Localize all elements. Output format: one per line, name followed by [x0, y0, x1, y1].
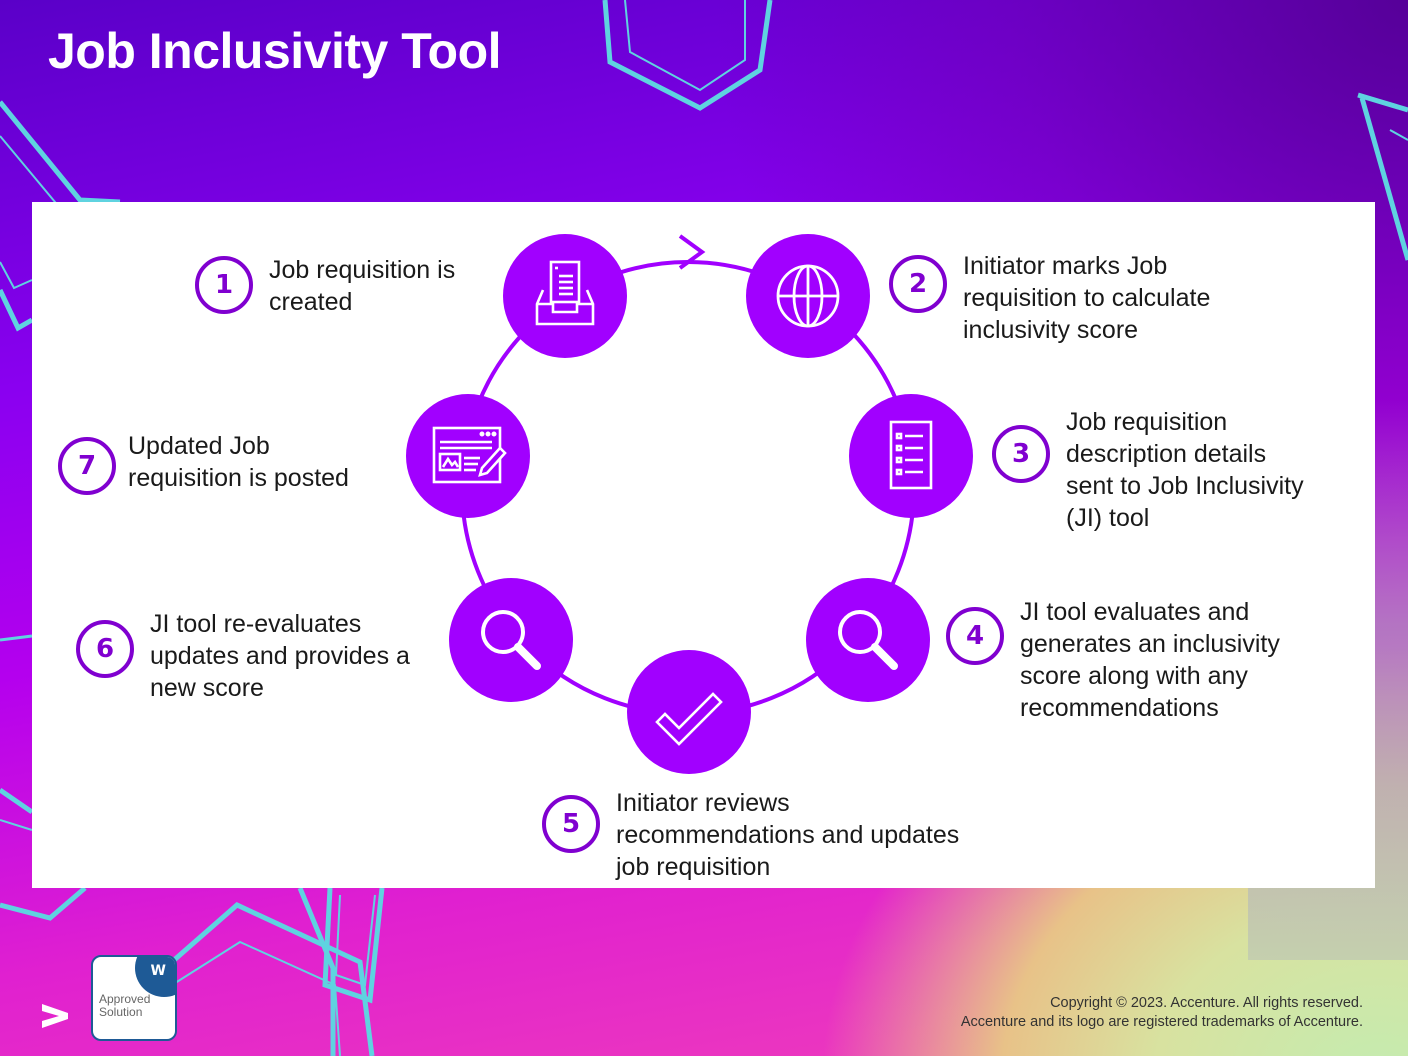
- step-6-node: [449, 578, 573, 702]
- process-diagram-panel: 1 Job requisition is created 2 Initiator…: [32, 202, 1375, 888]
- step-description: Updated Job requisition is posted: [128, 432, 349, 492]
- accenture-logo-icon: [42, 1004, 68, 1028]
- step-description: Job requisition is created: [269, 256, 456, 316]
- step-1-node: [503, 234, 627, 358]
- step-6: 6 JI tool re-evaluates updates and provi…: [76, 608, 410, 704]
- step-number: 7: [58, 437, 116, 495]
- step-2-node: [746, 234, 870, 358]
- step-7-node: [406, 394, 530, 518]
- step-description: Job requisition description details sent…: [1066, 408, 1304, 532]
- magnifier-icon: [481, 610, 541, 670]
- globe-icon: [776, 264, 840, 328]
- copyright-line-1: Copyright © 2023. Accenture. All rights …: [1050, 995, 1363, 1011]
- workday-logo-icon: W: [150, 963, 166, 979]
- step-5: 5 Initiator reviews recommendations and …: [542, 787, 959, 883]
- step-number: 1: [195, 256, 253, 314]
- document-inbox-icon: [535, 260, 595, 326]
- step-4-node: [806, 578, 930, 702]
- step-1: 1 Job requisition is created: [195, 254, 455, 318]
- step-number: 2: [889, 255, 947, 313]
- page-title: Job Inclusivity Tool: [48, 23, 502, 79]
- step-description: Initiator marks Job requisition to calcu…: [963, 252, 1211, 344]
- checkmark-icon: [655, 692, 723, 746]
- step-description: JI tool re-evaluates updates and provide…: [150, 610, 410, 702]
- step-7: 7 Updated Job requisition is posted: [58, 430, 349, 495]
- step-3-node: [849, 394, 973, 518]
- step-number: 6: [76, 620, 134, 678]
- web-page-edit-icon: [432, 426, 507, 484]
- approved-solution-badge: W Approved Solution: [91, 955, 177, 1041]
- step-5-node: [627, 650, 751, 774]
- step-4: 4 JI tool evaluates and generates an inc…: [946, 596, 1280, 724]
- step-description: JI tool evaluates and generates an inclu…: [1020, 598, 1280, 722]
- copyright-notice: Copyright © 2023. Accenture. All rights …: [961, 994, 1363, 1032]
- step-3: 3 Job requisition description details se…: [992, 406, 1304, 534]
- step-number: 5: [542, 795, 600, 853]
- step-number: 4: [946, 607, 1004, 665]
- step-2: 2 Initiator marks Job requisition to cal…: [889, 250, 1210, 346]
- copyright-line-2: Accenture and its logo are registered tr…: [960, 1014, 1363, 1030]
- step-number: 3: [992, 425, 1050, 483]
- checklist-icon: [889, 420, 933, 490]
- badge-label: Approved Solution: [99, 992, 151, 1019]
- magnifier-icon: [838, 610, 898, 670]
- step-description: Initiator reviews recommendations and up…: [616, 789, 960, 881]
